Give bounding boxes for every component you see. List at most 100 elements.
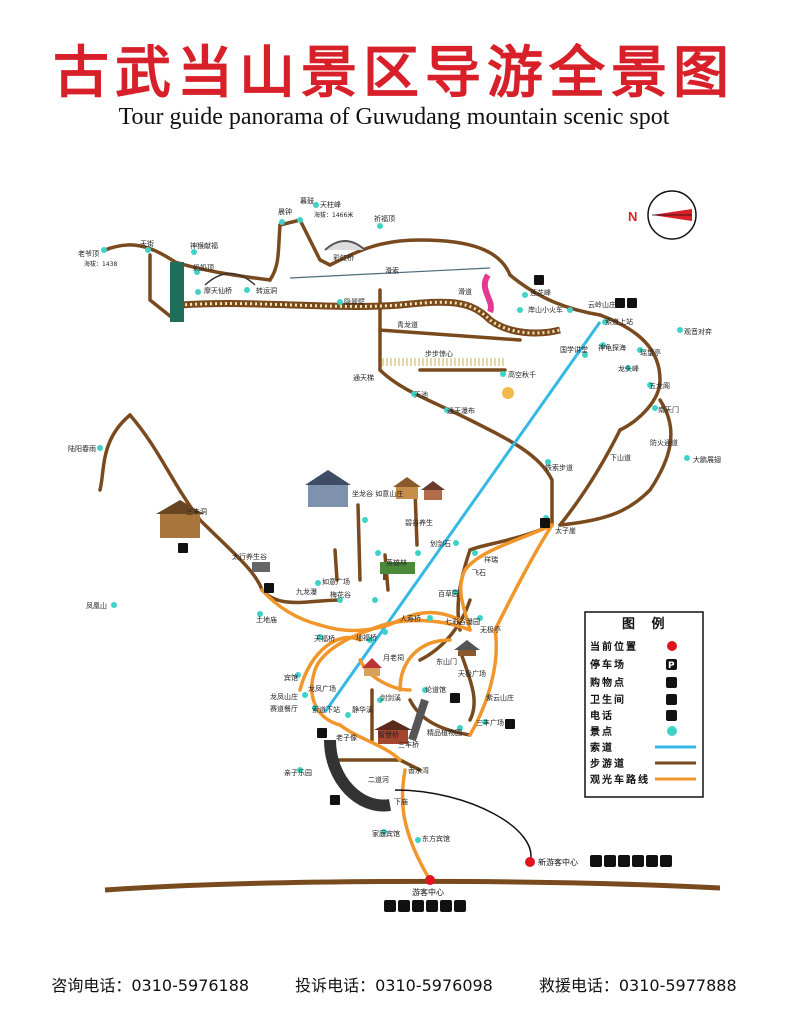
legend-label-current: 当前位置 (590, 640, 638, 653)
label-suodaoshangzhan: 索道上站 (605, 317, 633, 326)
label-yaowangting: 瑶望亭 (640, 348, 661, 357)
label-xiaohuoche: 岸山小火车 (528, 305, 563, 314)
label-altitude-1438: 海拔：1438 (84, 260, 117, 268)
label-wulongge: 五龙阁 (649, 381, 670, 390)
label-shenhou: 神猴献福 (190, 241, 218, 250)
label-ruyishanzhuang: 坐龙谷 如意山庄 (352, 489, 403, 498)
label-guoxuejiangtang: 国学讲堂 (560, 345, 588, 354)
legend-title: 图 例 (622, 616, 671, 632)
label-shenguitanhai: 神龟探海 (598, 343, 626, 352)
shuttle-road (324, 739, 391, 812)
suspension-bridge-icon (204, 272, 256, 286)
label-laozixiang: 老子像 (336, 733, 357, 742)
restroom-icon (330, 795, 340, 805)
label-xiamiao: 下庙 (394, 797, 408, 806)
shop-icon (615, 298, 625, 308)
phone-icon (627, 298, 637, 308)
legend-parking-icon (666, 659, 677, 670)
railway-track (179, 298, 561, 337)
label-qicaigupuyuan: 七彩谷瀑园 (445, 617, 480, 626)
visitor-center-position (425, 875, 435, 885)
legend-label-cable: 索道 (590, 741, 614, 754)
legend-label-bus: 观光车路线 (590, 773, 650, 786)
label-ziyunshanzhuang: 紫云山庄 (486, 693, 514, 702)
pavilion-icon (454, 640, 480, 656)
label-motianxianqiao: 摩天仙桥 (204, 286, 232, 295)
label-meihuagu: 梅花谷 (330, 590, 351, 599)
shop-icon (454, 900, 466, 912)
bus-icon (384, 900, 396, 912)
temple-icon (362, 658, 382, 676)
place-labels: 老爷顶 海拔：1438 天街 神猴献福 奶奶顶 摩天仙桥 转运洞 暮鼓 晨钟 天… (68, 196, 721, 897)
label-lundaoguan: 论道馆 (425, 685, 446, 694)
label-guanyinduiyi: 观音对弈 (684, 327, 712, 336)
phone-icon (450, 693, 460, 703)
legend: 图 例 当前位置 停车场 P 购物点 卫生间 电话 景点 索道 步游道 观光车路… (584, 611, 704, 798)
label-jiulongpu: 九龙瀑 (296, 587, 317, 596)
label-youkezhongxin: 游客中心 (412, 887, 444, 897)
restroom-icon (178, 543, 188, 553)
restroom-icon (534, 275, 544, 285)
inner-road (408, 698, 429, 742)
label-xiashandao: 下山道 (610, 453, 631, 462)
label-sanfengdong: 三丰洞 (186, 507, 207, 516)
phone-icon (440, 900, 452, 912)
facility-icons (178, 275, 672, 912)
svg-text:P: P (668, 661, 675, 671)
label-tongtianpubu: 通天瀑布 (447, 406, 475, 415)
label-jinghuaxi: 静华溪 (352, 705, 373, 714)
label-xiangshuiwan: 香水湾 (408, 766, 429, 775)
zipline (289, 267, 491, 279)
legend-restroom-icon (666, 694, 677, 705)
label-jiatingbinguan: 家庭宾馆 (372, 829, 400, 838)
label-difuqiao: 地福桥 (356, 633, 377, 642)
label-sanfengqiao: 三丰桥 (398, 740, 419, 749)
label-ruyiguangchang: 如意广场 (322, 577, 350, 586)
label-xinyoukezhongxin: 新游客中心 (538, 857, 578, 867)
restroom-icon (540, 518, 550, 528)
legend-label-phone: 电话 (590, 709, 614, 722)
label-luyangchunyu: 陆阳春雨 (68, 444, 96, 453)
label-yingxionglin: 英雄林 (386, 558, 407, 567)
compass-north-label: N (628, 209, 637, 224)
label-jianjianxi: 剑剑溪 (380, 693, 401, 702)
label-huadao: 滑道 (458, 287, 472, 296)
label-jingpinzhiwuyuan: 精品植物园 (427, 728, 462, 737)
contact-footer: 咨询电话：0310-5976188 投诉电话：0310-5976098 救援电话… (0, 972, 788, 996)
legend-spot-icon (667, 726, 677, 736)
label-fenghuangshan: 凤凰山 (86, 601, 107, 610)
label-lianhuafeng: 莲花峰 (530, 288, 551, 297)
label-caihongqiao: 彩虹桥 (333, 253, 354, 262)
phone-icon (646, 855, 658, 867)
visitor-center-facilities (384, 900, 466, 912)
shop-icon (660, 855, 672, 867)
label-suodaoxiazhan: 索道下站 (312, 705, 340, 714)
label-zhihuiqiao: 智慧桥 (378, 730, 399, 739)
label-xiangrui: 祥瑞 (484, 555, 498, 564)
sightseeing-elevator-icon (170, 262, 184, 322)
label-binguan: 宾馆 (284, 673, 298, 682)
label-erdaohe: 二道河 (368, 775, 389, 784)
label-tianjie: 天街 (140, 239, 154, 248)
label-yuelaoci: 月老祠 (383, 653, 404, 662)
label-dapengzhanchi: 大鹏展翅 (693, 455, 721, 464)
label-nantianmen: 南天门 (658, 405, 679, 414)
legend-shop-icon (666, 677, 677, 688)
label-qinzileyuan: 亲子乐园 (284, 768, 312, 777)
restroom-icon (604, 855, 616, 867)
walking-trails (98, 217, 673, 772)
legend-current-position-icon (667, 641, 677, 651)
label-fanghuotongdao: 防火通道 (650, 438, 678, 447)
label-dongshanmen: 东山门 (436, 657, 457, 666)
legend-label-restroom: 卫生间 (590, 693, 626, 706)
legend-label-shop: 购物点 (590, 676, 626, 689)
label-longfengshanzhuang: 龙凤山庄 (270, 692, 298, 701)
cable-car-line (323, 321, 602, 713)
legend-label-parking: 停车场 (590, 658, 626, 671)
label-baicaoyuan: 百草园 (438, 589, 459, 598)
label-tianfuqiao: 天福桥 (314, 634, 335, 643)
new-visitor-center-position (525, 857, 535, 867)
label-nainaiding: 奶奶顶 (193, 263, 214, 272)
label-taiziya: 太子崖 (555, 526, 576, 535)
